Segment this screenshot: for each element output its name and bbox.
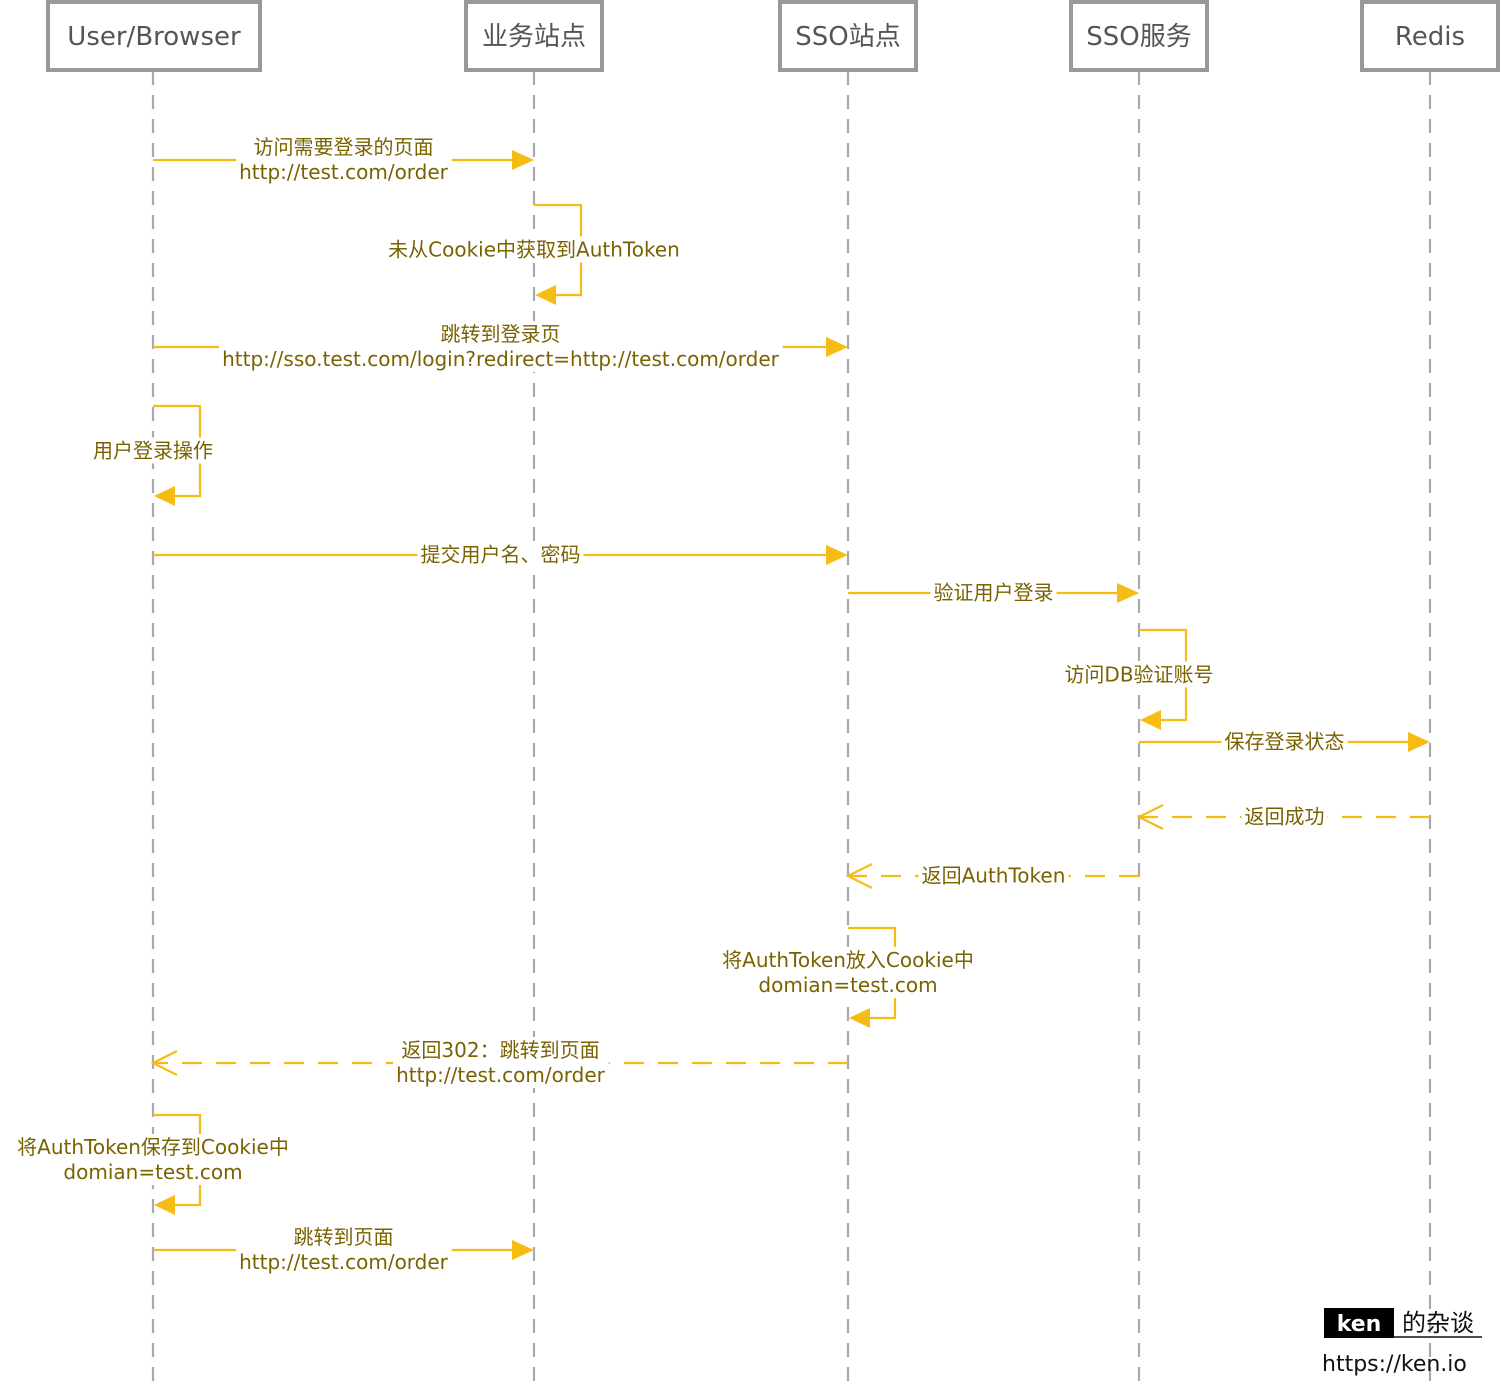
label-background xyxy=(417,541,584,568)
brand-name: ken xyxy=(1337,1312,1382,1337)
message-label: 用户登录操作 xyxy=(93,439,213,463)
message-label: 跳转到页面 xyxy=(294,1225,394,1249)
message-7: 访问DB验证账号 xyxy=(1061,628,1217,730)
actor-label: SSO服务 xyxy=(1086,22,1191,52)
label-background xyxy=(393,1037,609,1088)
label-background xyxy=(90,437,216,464)
label-background xyxy=(236,1224,452,1275)
message-label: 提交用户名、密码 xyxy=(421,543,581,567)
message-label: 返回AuthToken xyxy=(922,864,1066,888)
watermark: ken 的杂谈 https://ken.io xyxy=(1322,1308,1482,1377)
actor-label: Redis xyxy=(1395,22,1465,52)
label-background xyxy=(918,862,1069,889)
message-label: 保存登录状态 xyxy=(1225,730,1345,754)
actor-sso_svc: SSO服务 xyxy=(1069,0,1209,72)
arrow-head xyxy=(512,1240,534,1260)
message-label: 将AuthToken保存到Cookie中 xyxy=(17,1135,289,1159)
message-label: http://test.com/order xyxy=(239,1250,449,1274)
arrow-head xyxy=(849,1008,870,1028)
message-label: 跳转到登录页 xyxy=(441,322,561,346)
arrow-head xyxy=(1140,710,1161,730)
arrow-head xyxy=(826,545,848,565)
open-arrow-head xyxy=(845,863,873,889)
label-background xyxy=(1221,728,1348,755)
label-background xyxy=(1061,661,1217,688)
message-label: 访问DB验证账号 xyxy=(1064,663,1213,687)
message-3: 跳转到登录页http://sso.test.com/login?redirect… xyxy=(153,321,848,372)
label-background xyxy=(14,1134,292,1185)
actor-user: User/Browser xyxy=(46,0,262,72)
arrow-head xyxy=(512,150,534,170)
message-label: 验证用户登录 xyxy=(934,581,1054,605)
brand-url: https://ken.io xyxy=(1322,1352,1467,1377)
actor-redis: Redis xyxy=(1360,0,1500,72)
brand-suffix: 的杂谈 xyxy=(1402,1309,1474,1337)
message-5: 提交用户名、密码 xyxy=(153,541,848,568)
label-background xyxy=(930,579,1057,606)
arrow-head xyxy=(154,486,175,506)
message-label: http://test.com/order xyxy=(396,1063,606,1087)
message-label: 访问需要登录的页面 xyxy=(254,135,434,159)
message-label: http://sso.test.com/login?redirect=http:… xyxy=(222,347,780,371)
arrow-head xyxy=(1117,583,1139,603)
label-background xyxy=(385,236,683,263)
message-8: 保存登录状态 xyxy=(1139,728,1430,755)
arrow-head xyxy=(1408,732,1430,752)
message-6: 验证用户登录 xyxy=(848,579,1139,606)
actor-box xyxy=(778,0,918,72)
actor-box xyxy=(1069,0,1209,72)
arrow-head xyxy=(535,285,556,305)
label-background xyxy=(236,134,452,185)
brand-box xyxy=(1324,1308,1394,1338)
message-label: 返回302：跳转到页面 xyxy=(401,1038,599,1062)
label-background xyxy=(1241,803,1328,830)
message-9: 返回成功 xyxy=(1136,803,1430,830)
arrow-head xyxy=(154,1195,175,1215)
label-background xyxy=(219,321,783,372)
actor-biz: 业务站点 xyxy=(464,0,604,72)
actor-box xyxy=(1360,0,1500,72)
message-label: 返回成功 xyxy=(1245,805,1325,829)
message-label: domian=test.com xyxy=(758,973,937,997)
message-2: 未从Cookie中获取到AuthToken xyxy=(385,203,683,305)
message-10: 返回AuthToken xyxy=(845,862,1139,889)
message-label: 将AuthToken放入Cookie中 xyxy=(722,948,974,972)
actor-box xyxy=(46,0,262,72)
actor-label: 业务站点 xyxy=(482,22,586,52)
message-label: 未从Cookie中获取到AuthToken xyxy=(388,238,680,262)
actor-sso_site: SSO站点 xyxy=(778,0,918,72)
open-arrow-head xyxy=(1136,804,1164,830)
actor-label: SSO站点 xyxy=(795,22,900,52)
label-background xyxy=(719,947,977,998)
message-4: 用户登录操作 xyxy=(90,404,216,506)
actor-label: User/Browser xyxy=(67,22,241,52)
open-arrow-head xyxy=(150,1050,178,1076)
arrow-head xyxy=(826,337,848,357)
message-label: domian=test.com xyxy=(63,1160,242,1184)
actor-box xyxy=(464,0,604,72)
message-label: http://test.com/order xyxy=(239,160,449,184)
